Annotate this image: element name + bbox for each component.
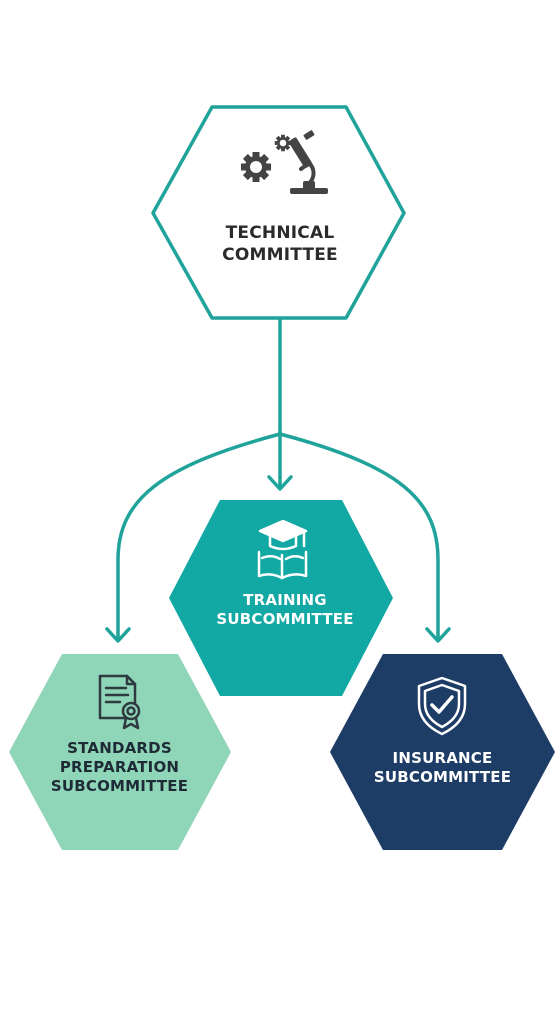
technical-committee-hexagon bbox=[151, 105, 406, 320]
arrowhead-insurance bbox=[425, 627, 451, 643]
standards-label-line2: PREPARATION bbox=[59, 758, 180, 776]
connector-to-standards bbox=[116, 432, 282, 642]
technical-label-line1: TECHNICAL bbox=[225, 223, 335, 243]
technical-committee-label: TECHNICAL COMMITTEE bbox=[180, 222, 380, 266]
connector-to-insurance bbox=[278, 432, 440, 642]
training-subcommittee-hexagon bbox=[169, 500, 393, 696]
training-subcommittee-label: TRAINING SUBCOMMITTEE bbox=[185, 591, 385, 629]
training-label-line2: SUBCOMMITTEE bbox=[216, 610, 354, 628]
standards-label-line1: STANDARDS bbox=[67, 739, 172, 757]
insurance-subcommittee-hexagon bbox=[330, 654, 555, 850]
insurance-label-line2: SUBCOMMITTEE bbox=[373, 768, 512, 786]
certificate-icon bbox=[98, 674, 141, 730]
graduation-book-icon bbox=[257, 519, 308, 580]
arrowhead-training bbox=[267, 475, 293, 491]
insurance-label-line1: INSURANCE bbox=[392, 749, 493, 767]
training-label-line1: TRAINING bbox=[243, 591, 327, 609]
standards-label-line3: SUBCOMMITTEE bbox=[50, 777, 189, 795]
standards-subcommittee-label: STANDARDS PREPARATION SUBCOMMITTEE bbox=[22, 739, 217, 796]
technical-label-line2: COMMITTEE bbox=[222, 245, 338, 265]
gears-microscope-icon bbox=[241, 130, 328, 194]
shield-check-icon bbox=[417, 676, 467, 736]
standards-subcommittee-hexagon bbox=[9, 654, 231, 850]
connectors bbox=[105, 316, 451, 643]
arrowhead-standards bbox=[105, 627, 131, 643]
insurance-subcommittee-label: INSURANCE SUBCOMMITTEE bbox=[345, 749, 540, 787]
